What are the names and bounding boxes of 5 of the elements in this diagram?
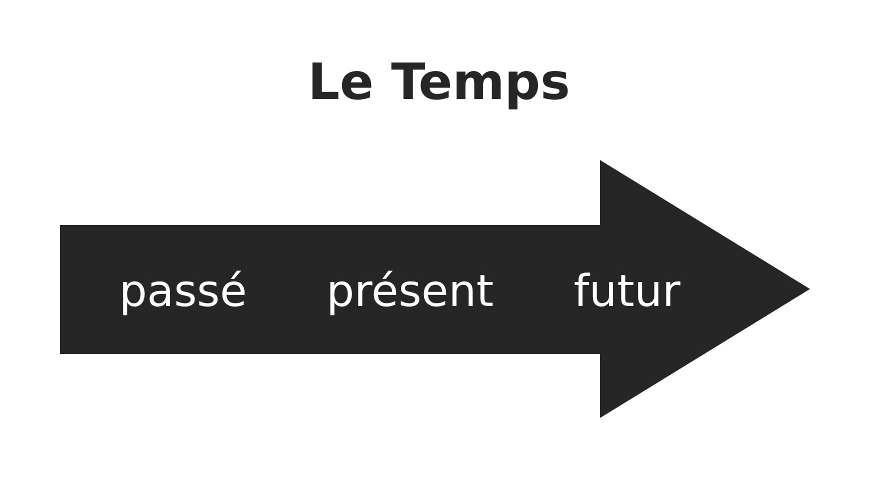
timeline-label: présent (326, 265, 494, 319)
arrow-shape (60, 160, 810, 418)
timeline-label: passé (119, 265, 247, 319)
title: Le Temps (308, 53, 570, 111)
timeline-label: futur (574, 265, 680, 319)
